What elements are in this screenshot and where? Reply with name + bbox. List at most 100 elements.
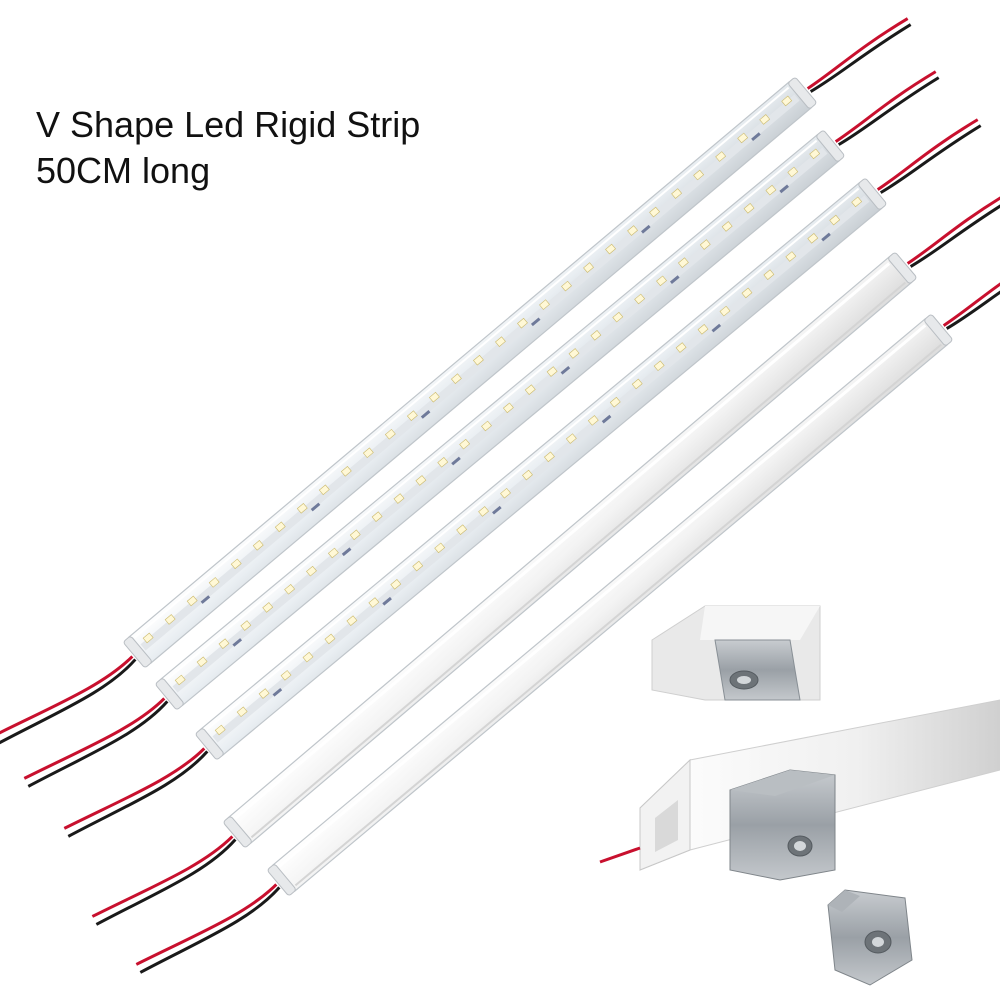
led-chip bbox=[561, 280, 572, 292]
led-chip bbox=[495, 336, 506, 347]
end-cap bbox=[123, 636, 152, 668]
led-chip bbox=[851, 196, 863, 208]
led-chip bbox=[324, 633, 336, 645]
led-chip bbox=[327, 547, 339, 559]
led-chip bbox=[456, 524, 468, 535]
wire-red-top bbox=[806, 17, 909, 90]
loose-clip-hole-inner bbox=[872, 937, 884, 947]
pcb-mark bbox=[420, 410, 431, 419]
led-chip bbox=[240, 620, 252, 631]
led-chip bbox=[362, 447, 374, 459]
led-chip bbox=[671, 188, 683, 199]
led-chip bbox=[437, 456, 449, 468]
led-chip bbox=[164, 614, 176, 625]
shadow-edge bbox=[294, 343, 942, 887]
led-chip bbox=[451, 373, 462, 384]
led-chip bbox=[653, 360, 665, 372]
wire-black-top bbox=[837, 76, 940, 146]
led-chip bbox=[829, 214, 841, 226]
led-chip bbox=[763, 269, 775, 280]
led-chip bbox=[765, 184, 777, 196]
led-chip bbox=[590, 329, 602, 341]
clear-strip-3 bbox=[195, 178, 887, 760]
led-chip bbox=[302, 651, 314, 663]
clear-strip-2 bbox=[155, 130, 845, 710]
led-chip bbox=[252, 540, 264, 551]
led-chip bbox=[719, 305, 731, 317]
profile-with-clip-detail bbox=[599, 699, 1000, 881]
wire-red-top bbox=[876, 118, 979, 191]
led-chip bbox=[612, 311, 624, 323]
highlight bbox=[278, 324, 927, 868]
end-cap bbox=[888, 252, 917, 284]
wire-black-bottom bbox=[95, 838, 237, 926]
led-chip bbox=[196, 656, 208, 668]
led-chip bbox=[609, 396, 621, 408]
clip-hole-inner bbox=[737, 676, 751, 684]
wire-black-top bbox=[909, 204, 1000, 268]
led-chip bbox=[340, 465, 352, 477]
led-chip bbox=[208, 577, 220, 588]
led-chip bbox=[230, 558, 242, 570]
wire-black-bottom bbox=[0, 658, 137, 745]
pcb-mark bbox=[451, 456, 461, 466]
wire-red-top bbox=[942, 282, 1000, 327]
milky-strip-5 bbox=[267, 314, 953, 896]
led-chip bbox=[296, 503, 308, 514]
wire-black-bottom bbox=[67, 750, 209, 838]
led-chip bbox=[568, 348, 580, 359]
led-chip bbox=[434, 542, 446, 554]
led-chip bbox=[502, 402, 514, 414]
led-chip bbox=[522, 469, 533, 481]
pcb-mark bbox=[492, 505, 502, 515]
led-chip bbox=[214, 724, 226, 736]
led-chip bbox=[565, 433, 577, 444]
pcb-mark bbox=[232, 638, 243, 647]
end-cap bbox=[267, 864, 296, 896]
led-chip bbox=[715, 151, 727, 162]
led-chip bbox=[346, 615, 358, 627]
led-chip bbox=[743, 202, 755, 214]
wire-red-bottom bbox=[23, 697, 166, 780]
wire-red-bottom bbox=[0, 655, 134, 735]
led-chip bbox=[415, 475, 427, 486]
led-chip bbox=[587, 415, 599, 426]
led-chip bbox=[306, 565, 317, 577]
led-chip bbox=[809, 148, 821, 160]
led-chip bbox=[583, 262, 594, 273]
power-wires bbox=[0, 17, 1000, 974]
led-chip bbox=[605, 243, 616, 255]
led-chip bbox=[371, 511, 383, 522]
wire-red-top bbox=[834, 70, 937, 143]
caption-length: 50CM long bbox=[36, 150, 211, 191]
highlight bbox=[234, 262, 891, 820]
wire-red-top bbox=[906, 196, 1000, 265]
mounting-clip-detail-top bbox=[651, 605, 821, 701]
pcb-mark bbox=[751, 132, 761, 142]
led-chip bbox=[759, 114, 771, 125]
led-chip bbox=[393, 493, 405, 504]
pcb-mark bbox=[560, 365, 571, 375]
pcb-mark bbox=[310, 502, 321, 512]
pcb-mark bbox=[382, 596, 392, 606]
pcb-mark bbox=[779, 184, 789, 194]
end-cap bbox=[816, 130, 845, 162]
wire-black-top bbox=[945, 290, 1000, 330]
led-chip bbox=[280, 670, 292, 681]
highlight bbox=[206, 187, 860, 731]
led-chip bbox=[236, 706, 248, 718]
led-chip bbox=[318, 484, 330, 496]
clip-top bbox=[730, 770, 835, 796]
end-cap bbox=[195, 728, 224, 760]
led-chip bbox=[677, 257, 689, 268]
led-chip bbox=[186, 595, 198, 607]
pcb-mark bbox=[601, 414, 612, 424]
led-chip bbox=[539, 299, 550, 310]
led-chip bbox=[142, 632, 154, 644]
wire-black-bottom bbox=[27, 700, 169, 788]
led-chip bbox=[274, 521, 286, 533]
pcb-mark bbox=[530, 317, 541, 327]
led-chip bbox=[262, 602, 274, 613]
led-chip bbox=[459, 438, 471, 450]
